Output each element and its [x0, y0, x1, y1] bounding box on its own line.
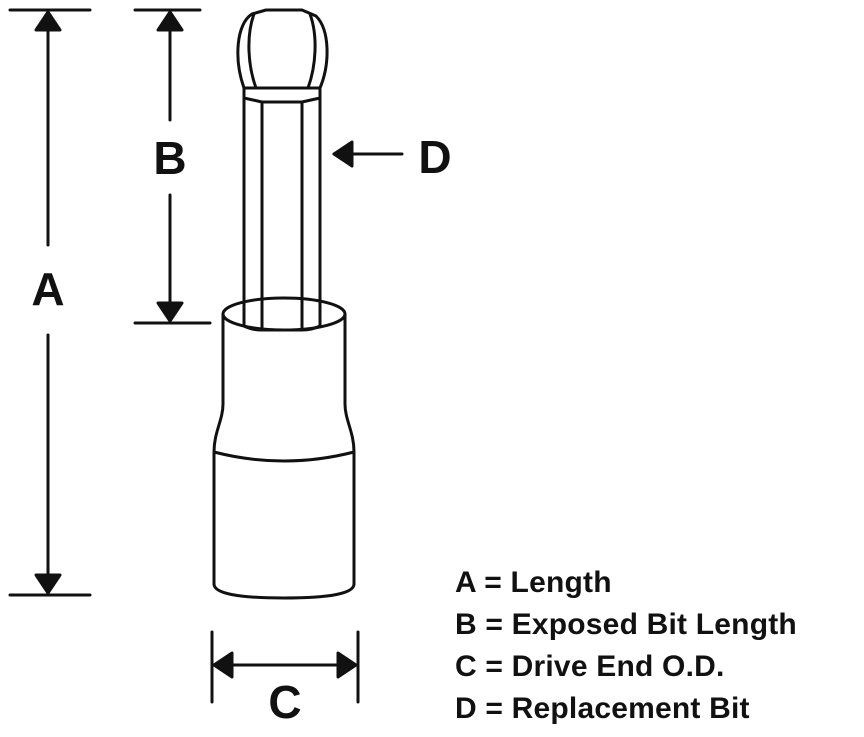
arrowhead-c-left — [212, 651, 234, 679]
replacement-bit-shaft — [242, 86, 322, 332]
legend-item-c: C = Drive End O.D. — [455, 650, 725, 683]
legend-item-a: A = Length — [455, 566, 612, 599]
legend-item-d: D = Replacement Bit — [455, 692, 750, 725]
dimension-b-line — [133, 8, 212, 325]
label-c: C — [268, 676, 301, 728]
arrowhead-a-top — [34, 10, 62, 32]
arrowhead-a-bottom — [34, 573, 62, 595]
arrowhead-d — [332, 140, 354, 168]
label-d: D — [418, 131, 451, 183]
label-b: B — [153, 132, 186, 184]
arrowhead-c-right — [336, 651, 358, 679]
legend-item-b: B = Exposed Bit Length — [455, 608, 797, 641]
ball-end-tip — [236, 8, 329, 90]
label-a: A — [31, 263, 64, 315]
dimension-c-line — [210, 630, 360, 704]
arrowhead-b-bottom — [156, 301, 184, 323]
legend: A = Length B = Exposed Bit Length C = Dr… — [455, 562, 797, 730]
socket-body — [212, 296, 356, 600]
arrowhead-b-top — [156, 10, 184, 32]
dimension-a-line — [8, 8, 92, 597]
pointer-d-arrow — [332, 140, 404, 168]
